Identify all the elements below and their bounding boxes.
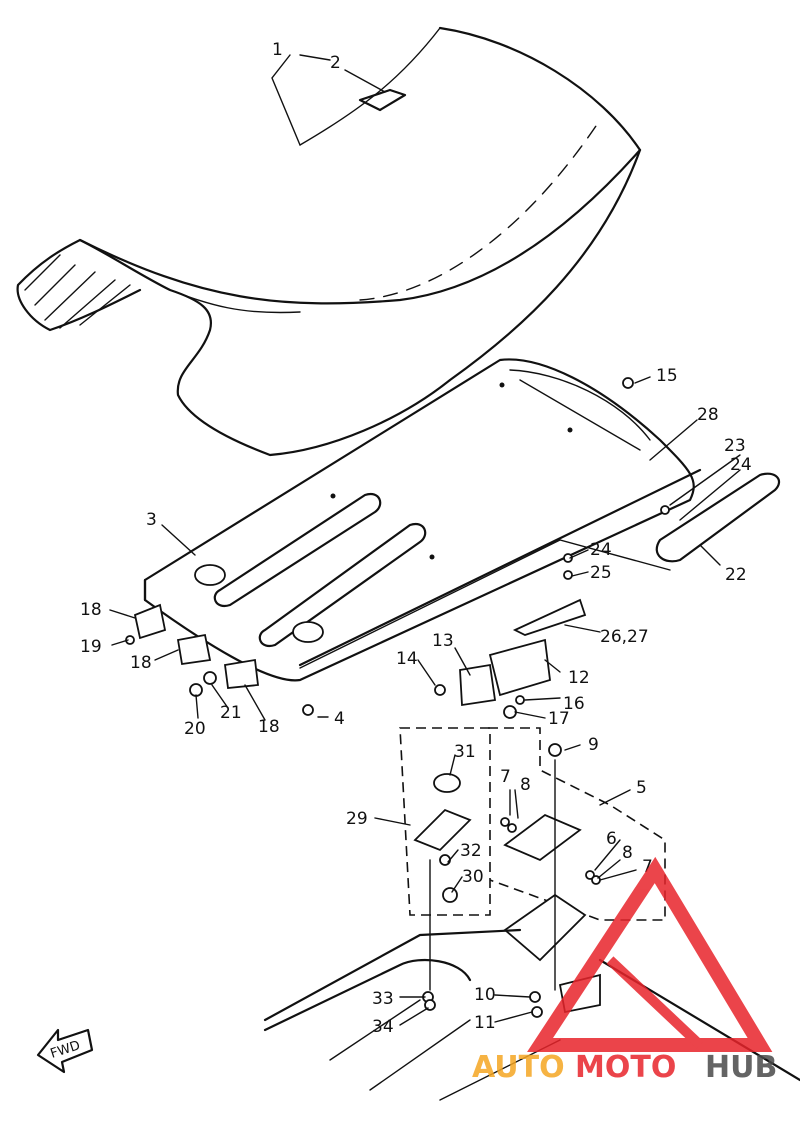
seat-cushion [16, 26, 642, 457]
label-part-11: 11 [474, 1013, 496, 1033]
label-part-10: 10 [474, 985, 496, 1005]
label-part-16: 16 [563, 694, 585, 714]
label-part-1: 1 [272, 40, 283, 60]
label-part-26-27: 26,27 [600, 627, 649, 647]
part-labels: 1 2 3 4 5 6 7 7 8 8 9 10 11 12 13 14 15 … [80, 40, 752, 1037]
label-part-3: 3 [146, 510, 157, 530]
label-part-25: 25 [590, 563, 612, 583]
label-part-7a: 7 [500, 767, 511, 787]
forward-direction-arrow: FWD [36, 1028, 94, 1074]
label-part-7b: 7 [642, 857, 653, 877]
label-part-15: 15 [656, 366, 678, 386]
label-part-18c: 18 [258, 717, 280, 737]
hinge-and-lock-assembly [125, 377, 670, 1018]
label-part-13: 13 [432, 631, 454, 651]
label-part-29: 29 [346, 809, 368, 829]
label-part-21: 21 [220, 703, 242, 723]
watermark-text-hub: HUB [705, 1050, 777, 1085]
label-part-30: 30 [462, 867, 484, 887]
label-part-31: 31 [454, 742, 476, 762]
label-part-24b: 24 [590, 540, 612, 560]
label-part-23: 23 [724, 436, 746, 456]
label-part-22: 22 [725, 565, 747, 585]
label-part-6: 6 [606, 829, 617, 849]
label-part-9: 9 [588, 735, 599, 755]
fwd-label: FWD [49, 1038, 82, 1062]
label-part-28: 28 [697, 405, 719, 425]
label-part-8a: 8 [520, 775, 531, 795]
label-part-32: 32 [460, 841, 482, 861]
automotohub-watermark: AUTO MOTO HUB [472, 856, 777, 1085]
label-part-8b: 8 [622, 843, 633, 863]
label-part-24a: 24 [730, 455, 752, 475]
watermark-triangle-logo [527, 856, 773, 1052]
label-part-17: 17 [548, 709, 570, 729]
label-part-4: 4 [334, 709, 345, 729]
label-part-5: 5 [636, 778, 647, 798]
label-part-12: 12 [568, 668, 590, 688]
label-part-20: 20 [184, 719, 206, 739]
seat-base-plate [143, 358, 702, 682]
label-part-2: 2 [330, 53, 341, 73]
leader-lines [109, 54, 741, 1026]
watermark-text-moto: MOTO [575, 1050, 676, 1085]
label-part-18a: 18 [80, 600, 102, 620]
label-part-34: 34 [372, 1017, 394, 1037]
side-rail-trim [655, 472, 781, 563]
label-part-14: 14 [396, 649, 418, 669]
label-part-18b: 18 [130, 653, 152, 673]
label-part-33: 33 [372, 989, 394, 1009]
watermark-text-auto: AUTO [472, 1050, 565, 1085]
label-part-19: 19 [80, 637, 102, 657]
